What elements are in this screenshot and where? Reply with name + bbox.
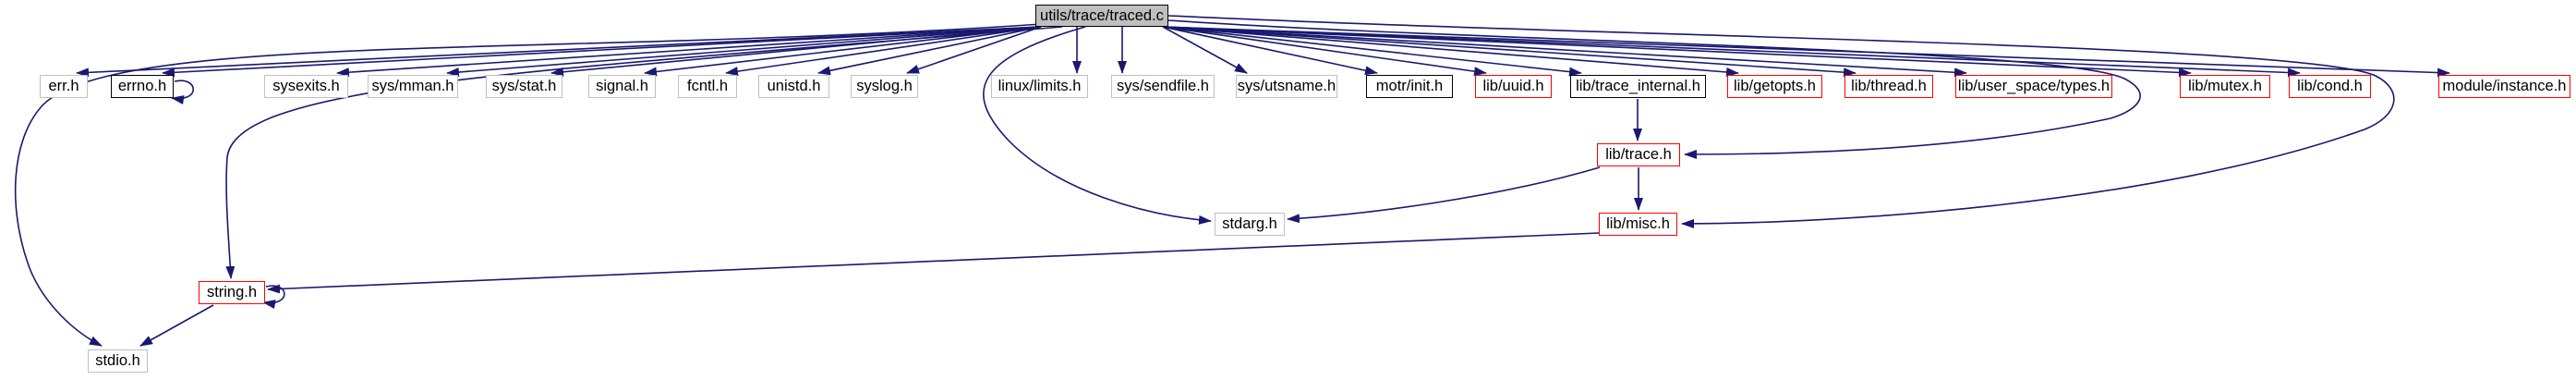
node-label: module/instance.h <box>2442 78 2567 95</box>
node-errno-h[interactable]: errno.h <box>111 75 174 98</box>
node-label: signal.h <box>596 78 648 95</box>
node-label: sys/stat.h <box>491 78 557 95</box>
edge-utils-trace-traced-c-to-lib-getopts-h <box>1162 26 1739 77</box>
edge-utils-trace-traced-c-to-sys-utsname-h <box>1162 26 1248 74</box>
edge-utils-trace-traced-c-to-motr-init-h <box>1162 26 1378 76</box>
edge-utils-trace-traced-c-to-sysexits-h <box>336 26 1042 78</box>
node-lib-thread-h[interactable]: lib/thread.h <box>1844 75 1933 98</box>
node-label: sys/mman.h <box>371 78 454 95</box>
edge-utils-trace-traced-c-to-lib-trace-h <box>1167 19 2141 159</box>
edge-utils-trace-traced-c-to-errno-h <box>162 26 1042 78</box>
edge-utils-trace-traced-c-to-module-instance-h <box>1162 26 2450 78</box>
node-lib-trace-internal-h[interactable]: lib/trace_internal.h <box>1570 75 1706 98</box>
node-label: unistd.h <box>767 78 821 95</box>
node-label: sys/sendfile.h <box>1117 78 1209 95</box>
node-label: linux/limits.h <box>998 78 1082 95</box>
node-module-instance-h[interactable]: module/instance.h <box>2438 75 2570 98</box>
edge-utils-trace-traced-c-to-lib-misc-h <box>1167 15 2395 228</box>
edge-errno-h-to-errno-h <box>171 80 195 104</box>
edge-utils-trace-traced-c-to-syslog-h <box>906 26 1042 74</box>
node-linux-limits-h[interactable]: linux/limits.h <box>991 75 1088 98</box>
node-label: sysexits.h <box>272 78 340 95</box>
node-lib-uuid-h[interactable]: lib/uuid.h <box>1475 75 1552 98</box>
edge-utils-trace-traced-c-to-lib-thread-h <box>1162 26 1856 78</box>
edge-utils-trace-traced-c-to-lib-cond-h <box>1162 26 2301 78</box>
edge-utils-trace-traced-c-to-stdarg-h <box>983 26 1212 225</box>
edge-utils-trace-traced-c-to-fcntl-h <box>725 26 1042 77</box>
node-lib-misc-h[interactable]: lib/misc.h <box>1599 213 1677 236</box>
node-stdio-h[interactable]: stdio.h <box>88 349 148 373</box>
node-label: err.h <box>48 78 79 95</box>
node-syslog-h[interactable]: syslog.h <box>851 75 918 98</box>
edge-lib-trace-h-to-stdarg-h <box>1287 166 1601 224</box>
node-label: fcntl.h <box>686 78 729 95</box>
edge-utils-trace-traced-c-to-lib-user-space-types-h <box>1162 26 1967 78</box>
node-label: lib/trace.h <box>1605 146 1672 164</box>
edge-utils-trace-traced-c-to-sys-stat-h <box>550 26 1042 77</box>
node-lib-cond-h[interactable]: lib/cond.h <box>2289 75 2371 98</box>
node-lib-trace-h[interactable]: lib/trace.h <box>1597 143 1680 166</box>
node-label: errno.h <box>117 78 167 95</box>
node-label: lib/cond.h <box>2297 78 2363 95</box>
edge-string-h-to-string-h <box>262 285 285 309</box>
node-label: lib/trace_internal.h <box>1576 78 1700 95</box>
edge-utils-trace-traced-c-to-err-h <box>76 26 1042 78</box>
edge-lib-misc-h-to-string-h <box>267 232 1600 294</box>
node-lib-getopts-h[interactable]: lib/getopts.h <box>1727 75 1822 98</box>
node-label: lib/mutex.h <box>2188 78 2262 95</box>
node-lib-user-space-types-h[interactable]: lib/user_space/types.h <box>1955 75 2112 98</box>
node-unistd-h[interactable]: unistd.h <box>758 75 829 98</box>
edge-utils-trace-traced-c-to-unistd-h <box>817 26 1042 76</box>
node-sysexits-h[interactable]: sysexits.h <box>264 75 348 98</box>
node-label: string.h <box>206 284 258 301</box>
node-label: utils/trace/traced.c <box>1040 6 1164 24</box>
node-label: stdio.h <box>95 352 140 370</box>
node-signal-h[interactable]: signal.h <box>588 75 656 98</box>
node-label: motr/init.h <box>1375 78 1444 95</box>
edge-utils-trace-traced-c-to-sys-mman-h <box>446 26 1042 77</box>
node-string-h[interactable]: string.h <box>199 281 265 304</box>
node-label: sys/utsname.h <box>1237 78 1336 95</box>
edge-utils-trace-traced-c-to-string-h <box>225 26 1063 279</box>
node-fcntl-h[interactable]: fcntl.h <box>678 75 737 98</box>
node-label: lib/misc.h <box>1606 215 1670 233</box>
edge-utils-trace-traced-c-to-lib-uuid-h <box>1162 26 1487 77</box>
node-sys-sendfile-h[interactable]: sys/sendfile.h <box>1111 75 1215 98</box>
node-sys-stat-h[interactable]: sys/stat.h <box>486 75 562 98</box>
node-err-h[interactable]: err.h <box>40 75 88 98</box>
node-label: lib/user_space/types.h <box>1957 78 2110 95</box>
node-motr-init-h[interactable]: motr/init.h <box>1366 75 1453 98</box>
node-label: stdarg.h <box>1222 215 1277 233</box>
node-label: lib/thread.h <box>1851 78 1927 95</box>
edge-utils-trace-traced-c-to-lib-trace-internal-h <box>1162 26 1582 77</box>
edge-string-h-to-stdio-h <box>139 304 214 347</box>
node-lib-mutex-h[interactable]: lib/mutex.h <box>2180 75 2270 98</box>
node-label: lib/getopts.h <box>1734 78 1816 95</box>
node-stdarg-h[interactable]: stdarg.h <box>1215 213 1285 236</box>
node-label: syslog.h <box>856 78 913 95</box>
node-utils-trace-traced-c: utils/trace/traced.c <box>1035 5 1168 27</box>
node-sys-utsname-h[interactable]: sys/utsname.h <box>1236 75 1337 98</box>
node-label: lib/uuid.h <box>1482 78 1544 95</box>
node-sys-mman-h[interactable]: sys/mman.h <box>368 75 458 98</box>
